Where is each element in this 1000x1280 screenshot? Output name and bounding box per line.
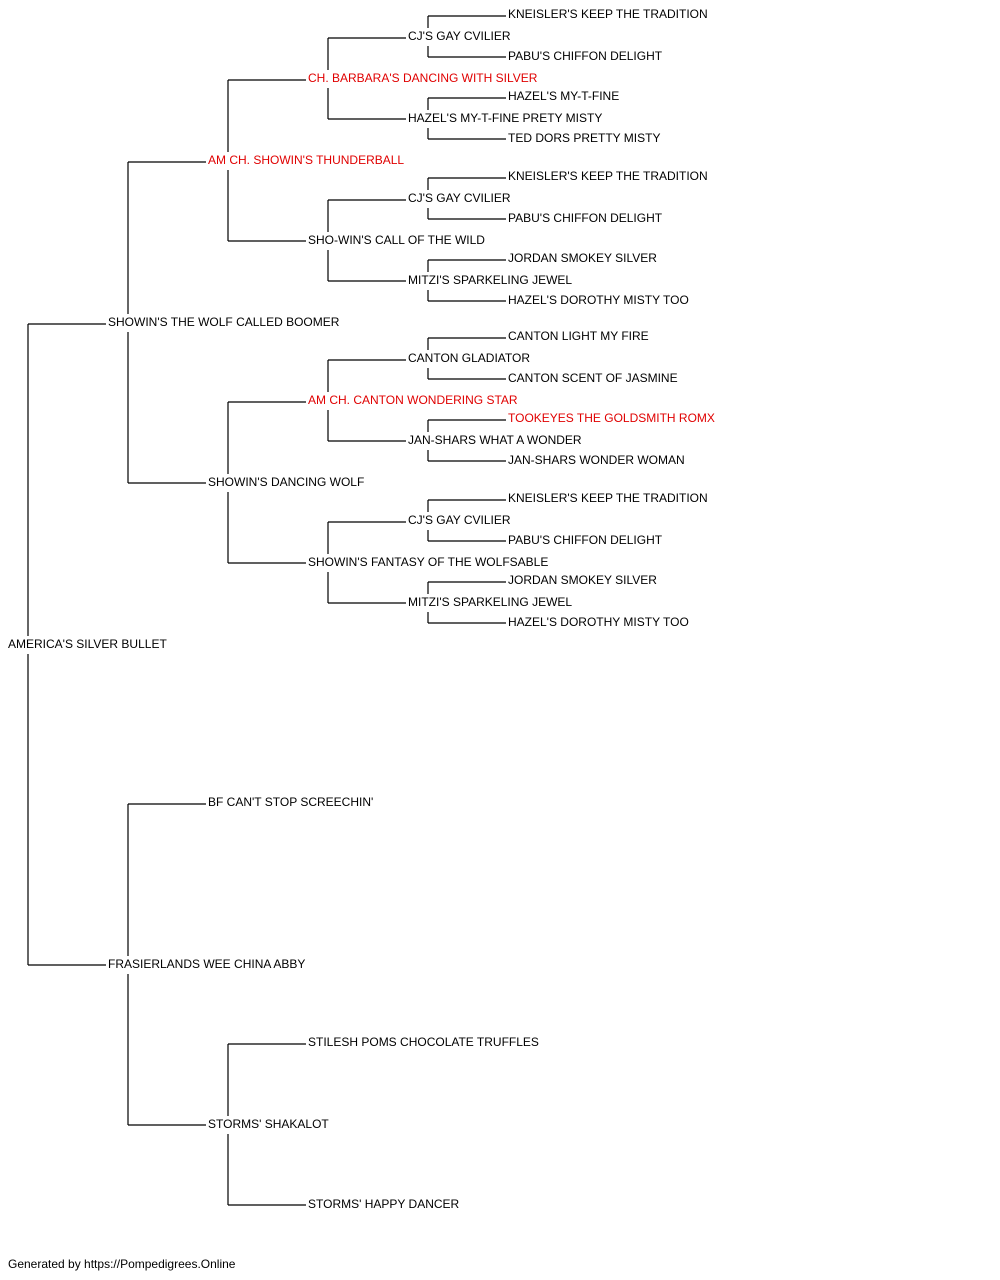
pedigree-entry-dam: FRASIERLANDS WEE CHINA ABBY — [108, 957, 308, 971]
pedigree-entry-sire.dam.dam: SHOWIN'S FANTASY OF THE WOLFSABLE — [308, 555, 551, 569]
pedigree-entry-sire.dam.sire.sire: CANTON GLADIATOR — [408, 351, 533, 365]
pedigree-entry-sire.dam.sire.sire.sire: CANTON LIGHT MY FIRE — [508, 329, 651, 343]
pedigree-entry-sire.sire.sire.dam: HAZEL'S MY-T-FINE PRETY MISTY — [408, 111, 605, 125]
pedigree-entry-sire.sire.dam.sire.sire: KNEISLER'S KEEP THE TRADITION — [508, 169, 710, 183]
generated-by-footer: Generated by https://Pompedigrees.Online — [8, 1257, 236, 1271]
pedigree-entry-sire.dam.dam.sire.dam: PABU'S CHIFFON DELIGHT — [508, 533, 665, 547]
pedigree-entry-sire.sire.sire.sire: CJ'S GAY CVILIER — [408, 29, 513, 43]
pedigree-entry-sire.sire.sire.sire.dam: PABU'S CHIFFON DELIGHT — [508, 49, 665, 63]
pedigree-entry-dam.dam.dam: STORMS' HAPPY DANCER — [308, 1197, 462, 1211]
pedigree-entry-sire.dam.dam.sire.sire: KNEISLER'S KEEP THE TRADITION — [508, 491, 710, 505]
pedigree-entry-sire.dam.sire.sire.dam: CANTON SCENT OF JASMINE — [508, 371, 680, 385]
pedigree-entry-sire.dam.sire.dam.dam: JAN-SHARS WONDER WOMAN — [508, 453, 687, 467]
pedigree-entry-sire.sire: AM CH. SHOWIN'S THUNDERBALL — [208, 153, 407, 167]
pedigree-entry-sire.dam.dam.dam.dam: HAZEL'S DOROTHY MISTY TOO — [508, 615, 691, 629]
pedigree-entry-sire.sire.dam.dam: MITZI'S SPARKELING JEWEL — [408, 273, 575, 287]
pedigree-entry-dam.dam.sire: STILESH POMS CHOCOLATE TRUFFLES — [308, 1035, 541, 1049]
pedigree-entry-sire.sire.sire.sire.sire: KNEISLER'S KEEP THE TRADITION — [508, 7, 710, 21]
pedigree-entry-sire.sire.dam.sire.dam: PABU'S CHIFFON DELIGHT — [508, 211, 665, 225]
pedigree-entry-sire.dam.sire.dam: JAN-SHARS WHAT A WONDER — [408, 433, 584, 447]
pedigree-entry-sire.sire.sire: CH. BARBARA'S DANCING WITH SILVER — [308, 71, 540, 85]
pedigree-entry-sire.sire.sire.dam.sire: HAZEL'S MY-T-FINE — [508, 89, 622, 103]
pedigree-entry-sire.sire.dam.sire: CJ'S GAY CVILIER — [408, 191, 513, 205]
pedigree-entry-sire.dam: SHOWIN'S DANCING WOLF — [208, 475, 367, 489]
pedigree-entry-subject: AMERICA'S SILVER BULLET — [8, 637, 169, 651]
pedigree-entry-sire.dam.dam.dam.sire: JORDAN SMOKEY SILVER — [508, 573, 659, 587]
pedigree-entry-dam.dam: STORMS' SHAKALOT — [208, 1117, 331, 1131]
pedigree-entry-dam.sire: BF CAN'T STOP SCREECHIN' — [208, 795, 376, 809]
pedigree-entry-sire.sire.dam.dam.dam: HAZEL'S DOROTHY MISTY TOO — [508, 293, 691, 307]
pedigree-entry-sire.sire.dam.dam.sire: JORDAN SMOKEY SILVER — [508, 251, 659, 265]
pedigree-entry-sire.dam.sire.dam.sire: TOOKEYES THE GOLDSMITH ROMX — [508, 411, 717, 425]
pedigree-entry-sire.sire.sire.dam.dam: TED DORS PRETTY MISTY — [508, 131, 663, 145]
pedigree-entry-sire.dam.dam.dam: MITZI'S SPARKELING JEWEL — [408, 595, 575, 609]
pedigree-entry-sire.dam.sire: AM CH. CANTON WONDERING STAR — [308, 393, 520, 407]
pedigree-entry-sire: SHOWIN'S THE WOLF CALLED BOOMER — [108, 315, 342, 329]
pedigree-entry-sire.sire.dam: SHO-WIN'S CALL OF THE WILD — [308, 233, 487, 247]
pedigree-entry-sire.dam.dam.sire: CJ'S GAY CVILIER — [408, 513, 513, 527]
